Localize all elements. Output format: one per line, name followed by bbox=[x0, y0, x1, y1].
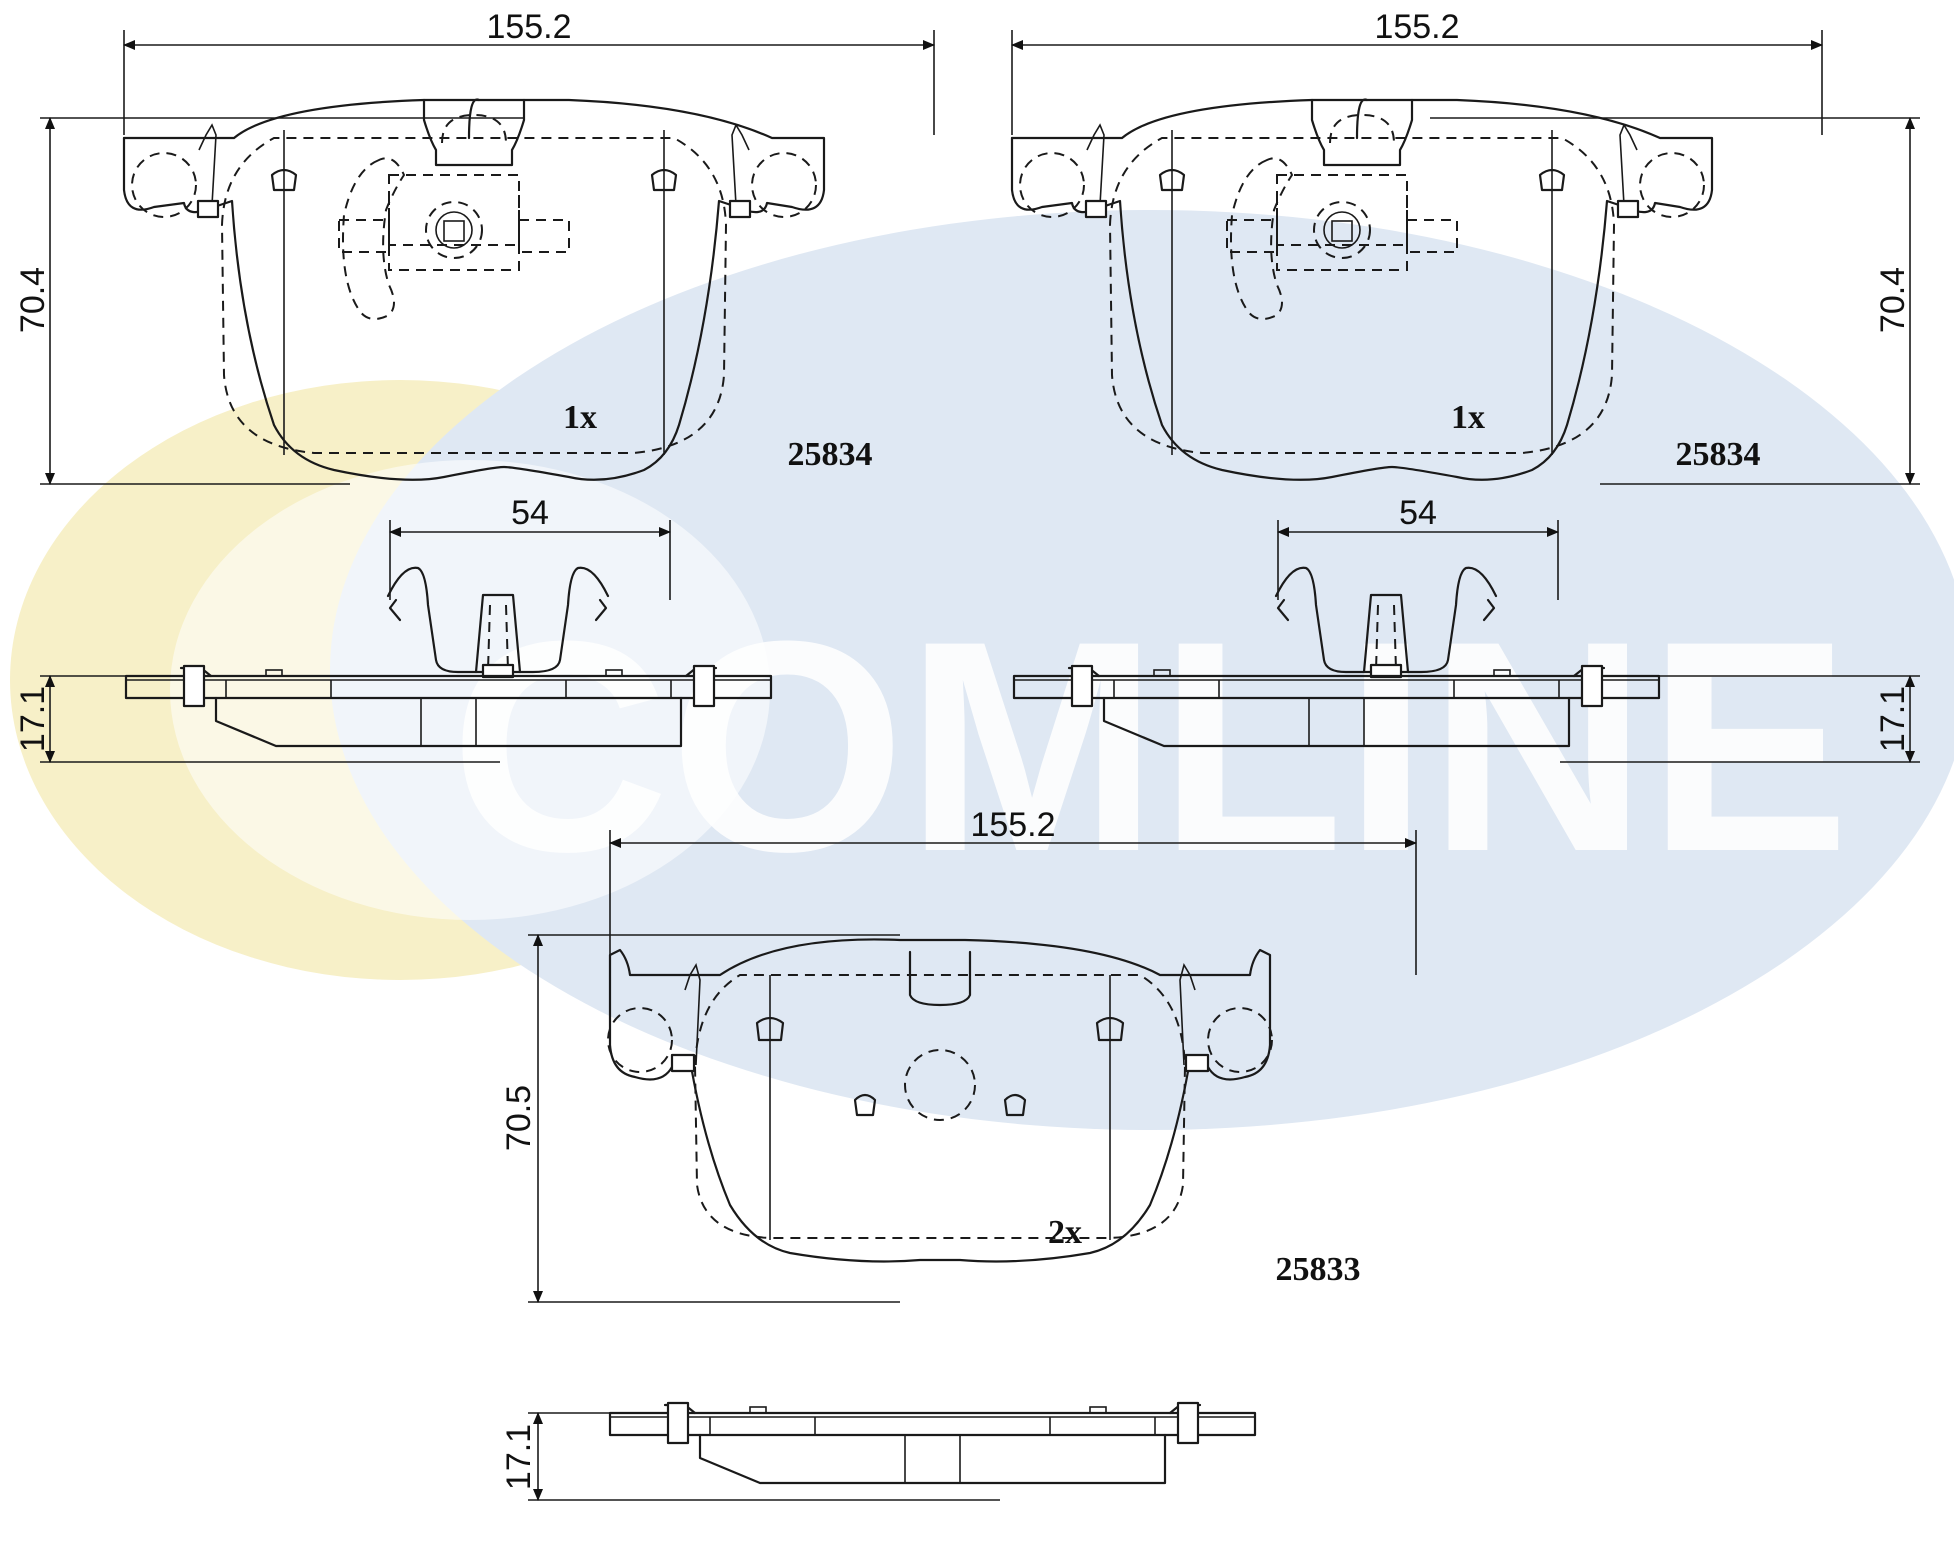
height-dimension: 70.4 bbox=[1874, 267, 1912, 333]
quantity-label: 1x bbox=[1451, 399, 1485, 436]
watermark-white-cut bbox=[170, 460, 770, 920]
side-view-top-right: 54 17.1 bbox=[1012, 494, 1920, 763]
part-number: 25834 bbox=[788, 436, 873, 473]
part-number: 25834 bbox=[1676, 436, 1761, 473]
part-number: 25833 bbox=[1276, 1251, 1361, 1288]
spring-dimension: 54 bbox=[511, 494, 549, 532]
width-dimension: 155.2 bbox=[486, 8, 571, 46]
watermark-text: COMLINE bbox=[450, 578, 1850, 914]
side-view-bottom: 17.1 bbox=[500, 1401, 1257, 1501]
side-profile bbox=[608, 1401, 1257, 1485]
width-dimension: 155.2 bbox=[1374, 8, 1459, 46]
pad-view-top-left: 155.2 70.4 1x 25834 bbox=[14, 8, 935, 485]
thickness-dimension: 17.1 bbox=[14, 686, 52, 752]
pad-view-bottom: 155.2 70.5 2x 25833 bbox=[500, 806, 1417, 1303]
height-dimension: 70.4 bbox=[14, 267, 52, 333]
thickness-dimension: 17.1 bbox=[1874, 686, 1912, 752]
side-view-top-left: 54 17.1 bbox=[14, 494, 773, 763]
quantity-label: 2x bbox=[1048, 1214, 1082, 1251]
quantity-label: 1x bbox=[563, 399, 597, 436]
pad-view-top-right: 155.2 70.4 1x 25834 bbox=[1010, 8, 1920, 485]
spring-dimension: 54 bbox=[1399, 494, 1437, 532]
height-dimension: 70.5 bbox=[500, 1085, 538, 1151]
thickness-dimension: 17.1 bbox=[500, 1424, 538, 1490]
watermark-blue-oval bbox=[330, 210, 1954, 1130]
comline-watermark: COMLINE bbox=[10, 210, 1954, 1130]
width-dimension: 155.2 bbox=[970, 806, 1055, 844]
